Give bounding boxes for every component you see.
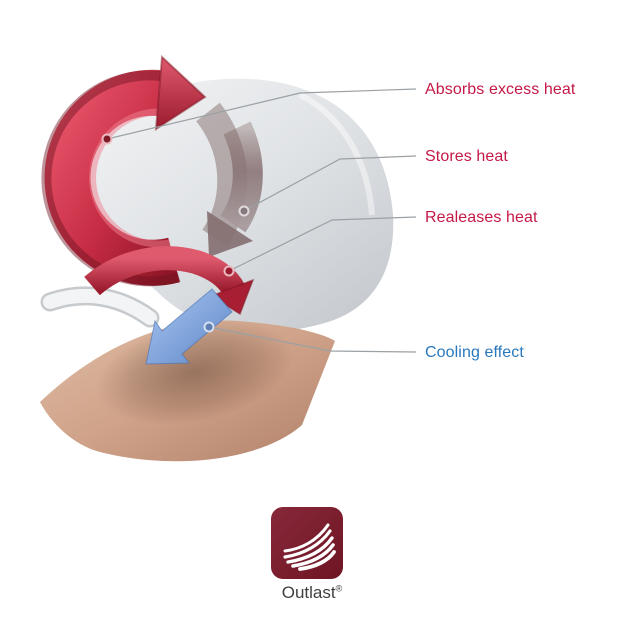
- callout-dots: [101, 133, 250, 333]
- callout-absorbs-heat: Absorbs excess heat: [425, 81, 576, 98]
- cooling-arrow: [145, 288, 233, 365]
- skin-layer: [40, 318, 335, 462]
- fiber-tube: [40, 286, 160, 328]
- callout-cooling-effect: Cooling effect: [425, 344, 524, 361]
- callout-releases-heat: Realeases heat: [425, 209, 538, 226]
- callout-stores-heat: Stores heat: [425, 148, 508, 165]
- registered-mark: ®: [335, 583, 343, 594]
- absorbs-dot: [101, 133, 113, 145]
- releases-leader-line: [228, 216, 417, 272]
- absorbs-leader-line: [106, 88, 417, 140]
- callout-lines: [106, 88, 417, 353]
- stores-leader-line: [243, 155, 417, 212]
- releases-dot: [223, 265, 235, 277]
- outlast-wordmark: Outlast®: [247, 583, 377, 603]
- brand-name: Outlast: [281, 583, 336, 602]
- stores-dot: [238, 205, 250, 217]
- cooling-leader-line: [208, 326, 417, 353]
- fabric-sheet-highlight: [298, 92, 375, 216]
- stores-heat-arrow: [207, 121, 263, 257]
- outlast-logo: [271, 507, 343, 579]
- outlast-wave-icon: [271, 507, 343, 579]
- cooling-dot: [203, 321, 215, 333]
